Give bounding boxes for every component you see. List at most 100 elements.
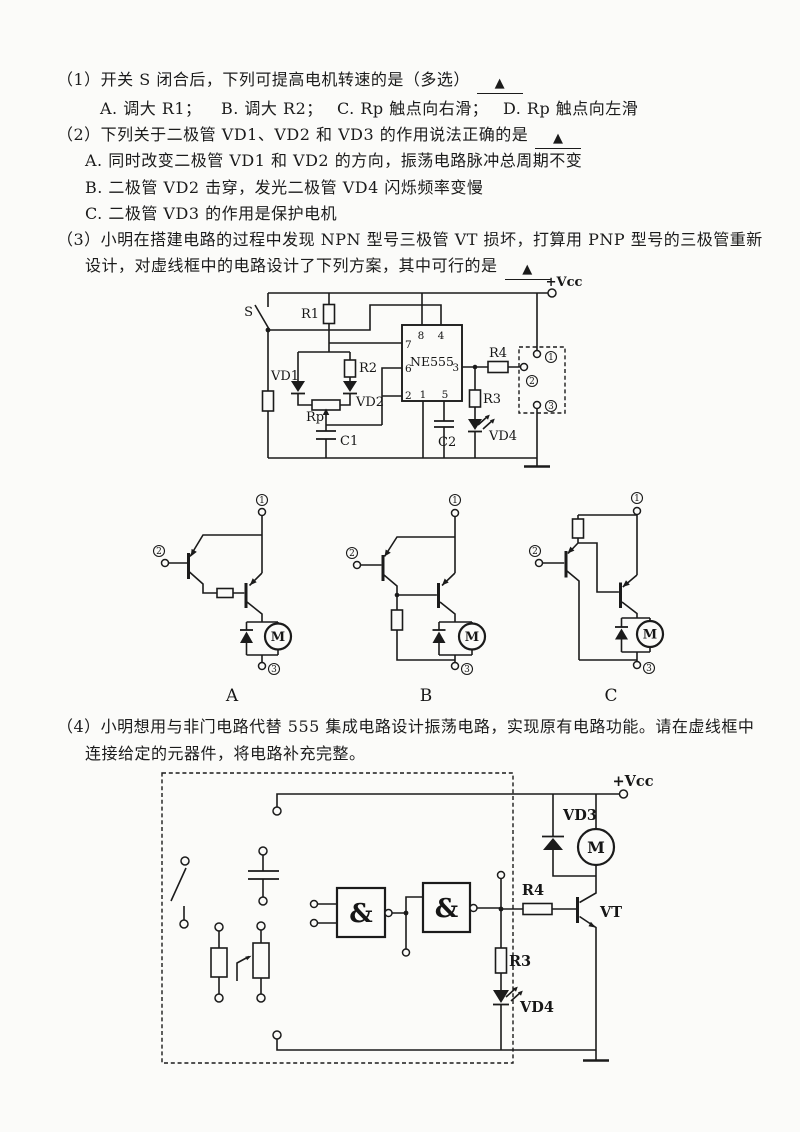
r3-label: R3 [509,953,531,970]
motor-icon [576,827,616,867]
open-terminal [401,948,411,957]
freewheel-diode-icon [432,631,446,643]
led-ray-arrow-icon [517,990,523,996]
q1-option-c: C. Rp 触点向右滑； [337,99,489,118]
motor-label: M [465,630,479,645]
rp-wiper-leads [325,413,382,431]
svg-text:1: 1 [259,496,265,506]
diode-vd3-icon [543,838,563,850]
vd3-motor-wires [552,794,597,904]
terminal-number-2: 2 [152,544,166,557]
q2-blank-mark: ▲ [552,131,564,146]
question-1-stem: （1）开关 S 闭合后，下列可提高电机转速的是（多选）▲ [57,70,523,94]
c1-label: C1 [340,434,358,449]
rp-label: Rp [306,410,324,425]
loose-resistor [210,922,228,1003]
led-rays [477,415,494,430]
terminal-1 [532,349,542,359]
q2-option-b: B. 二极管 VD2 击穿，发光二极管 VD4 闪烁频率变慢 [85,178,484,197]
terminal-number-3: 3 [267,662,281,675]
question-3-line2: 设计，对虚线框中的电路设计了下列方案，其中可行的是▲ [85,256,551,280]
terminal-number-1: 1 [630,491,644,504]
svg-text:2: 2 [532,547,538,557]
q3-text: 设计，对虚线框中的电路设计了下列方案，其中可行的是 [85,256,498,275]
vd1-leads [297,352,312,406]
terminal-number-3: 3 [544,399,558,412]
terminal-number-3: 3 [460,662,474,675]
vcc-terminal [618,789,629,799]
vd2-label: VD2 [355,395,384,410]
option-circuit-a: M 1 2 3 A [152,493,293,706]
motor-label: M [643,628,657,643]
terminal-1 [257,507,267,517]
r1-label: R1 [301,307,319,322]
resistor-r3 [494,947,508,974]
q1-option-d: D. Rp 触点向左滑 [503,99,639,118]
terminal-1 [632,506,642,516]
vt-label: VT [599,904,622,921]
q1-blank-mark: ▲ [494,76,506,91]
terminal-number-1: 1 [448,493,462,506]
svg-text:2: 2 [349,549,355,559]
resistor-r1 [322,303,336,325]
rail-terminal [272,1030,282,1040]
motor-label: M [587,838,605,857]
wires-left [254,292,548,459]
pin-2: 2 [405,390,412,402]
transistor-wires [360,516,456,661]
node-wires [500,878,523,948]
pnp-emitter-arrow-icon [190,548,197,557]
vcc-label: +Vcc [546,275,583,290]
option-b-label: B [420,686,433,706]
capacitor-c1-plates [316,430,336,440]
ic-label: NE555 [410,354,454,369]
r4-label: R4 [489,346,507,361]
terminal-1 [450,508,460,518]
vt-wires [552,908,597,1050]
led-vd4-icon [468,419,482,430]
diode-vd2-icon [343,381,357,392]
transistor-wires [542,514,638,661]
q2-text: （2）下列关于二极管 VD1、VD2 和 VD3 的作用说法正确的是 [57,125,529,144]
terminal-2 [160,558,170,568]
npn-emitter-arrow-icon [588,921,596,928]
resistor-r3 [468,389,482,408]
terminal-number-3: 3 [642,661,656,674]
q2-option-a: A. 同时改变二极管 VD1 和 VD2 的方向，振荡电路脉冲总周期不变 [85,151,583,170]
junction-dot [403,910,409,916]
vd4-label: VD4 [488,429,517,444]
transistor-wires [168,515,263,622]
svg-text:1: 1 [548,353,554,363]
terminal-number-2: 2 [345,546,359,559]
switch-label: S [244,305,253,320]
unlabeled-resistor [261,390,275,412]
freewheel-diode-icon [240,631,253,643]
gate-link-wires [392,896,423,949]
svg-text:2: 2 [529,377,535,387]
q2-answer-blank: ▲ [535,131,582,149]
terminal-2 [534,558,544,568]
motor-icon [263,622,293,651]
junction-dot [265,327,271,333]
option-circuit-b: M 1 2 3 B [345,493,487,706]
pin-5: 5 [442,389,449,401]
ic-ne555 [401,324,463,402]
led-ray-arrow-icon [484,414,490,420]
pull-resistor [390,609,404,631]
pin-4: 4 [438,330,445,342]
terminal-3 [450,661,460,671]
nand-symbol: & [349,899,372,929]
pin-3: 3 [452,362,459,374]
base-resistor [216,587,234,599]
option-c-label: C [604,686,617,706]
replace-block-dashed-box [518,346,566,414]
q1-option-a: A. 调大 R1； [100,99,202,118]
capacitor-c2-plates [434,420,454,428]
resistor-r4 [522,902,553,916]
terminal-3 [632,660,642,670]
question-4-line1: （4）小明想用与非门电路代替 555 集成电路设计振荡电路，实现原有电路功能。请… [57,717,755,736]
nand-gate-1: & [309,886,393,939]
rp-wiper-arrow-icon [322,408,330,415]
r3-label: R3 [483,392,501,407]
svg-text:3: 3 [646,664,652,674]
